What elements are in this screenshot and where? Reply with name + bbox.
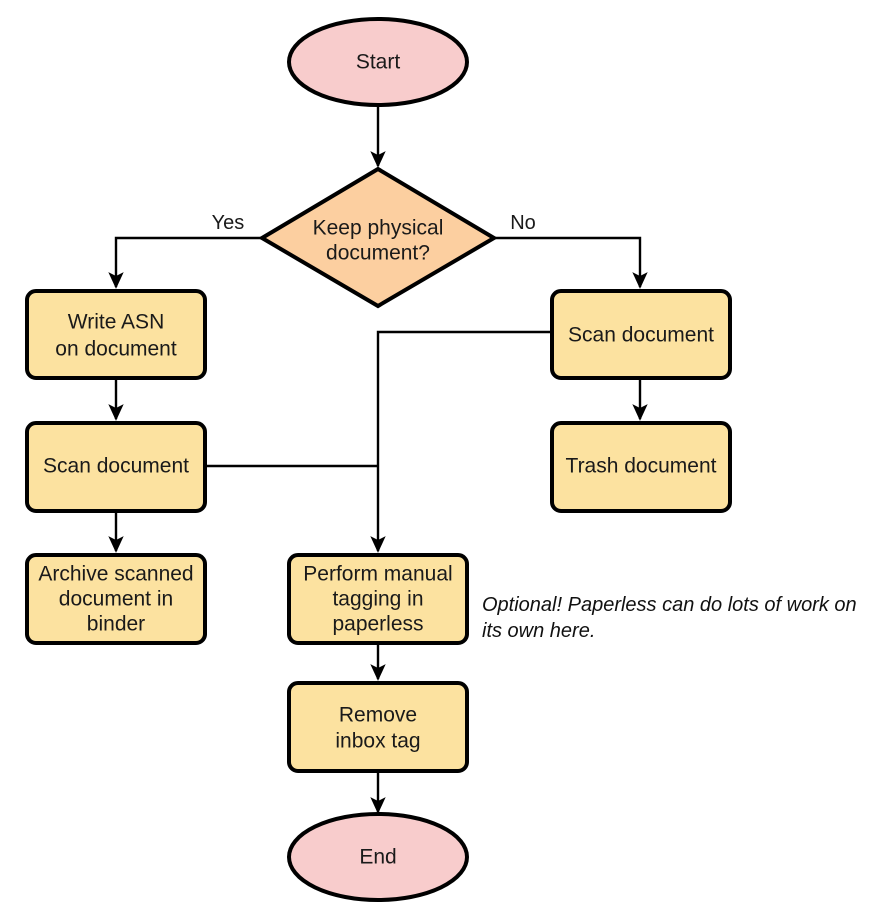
start-ellipse	[287, 17, 469, 107]
remove-inbox-tag-label-line2: inbox tag	[335, 730, 420, 753]
end-ellipse	[287, 812, 469, 902]
node-scan-document-right[interactable]: Scan document	[550, 289, 732, 380]
node-archive-scanned-document[interactable]: Archive scanned document in binder	[25, 553, 207, 645]
edge-scan-right-to-tagging	[370, 330, 552, 553]
end-label: End	[359, 846, 396, 869]
node-end[interactable]: End	[287, 812, 469, 902]
node-perform-manual-tagging[interactable]: Perform manual tagging in paperless	[287, 553, 469, 645]
scan-document-right-label: Scan document	[568, 324, 714, 347]
node-trash-document[interactable]: Trash document	[550, 421, 732, 513]
edges	[108, 104, 648, 814]
write-asn-label-line1: Write ASN	[68, 311, 164, 334]
tagging-label-line1: Perform manual	[303, 563, 452, 586]
decision-label-line1: Keep physical	[313, 217, 444, 240]
edge-decision-no-to-scan-right	[494, 236, 648, 289]
remove-inbox-tag-label-line1: Remove	[339, 704, 417, 727]
node-scan-document-left[interactable]: Scan document	[25, 421, 207, 513]
decision-diamond	[258, 166, 498, 309]
write-asn-label-line2: on document	[55, 338, 177, 361]
edge-label-no: No	[510, 212, 536, 234]
node-write-asn[interactable]: Write ASN on document	[25, 289, 207, 380]
scan-document-left-label: Scan document	[43, 455, 189, 478]
tagging-box	[287, 553, 469, 645]
archive-box	[25, 553, 207, 645]
archive-label-line2: document in	[59, 588, 173, 611]
archive-label-line3: binder	[87, 613, 145, 636]
remove-inbox-tag-box	[287, 681, 469, 773]
node-remove-inbox-tag[interactable]: Remove inbox tag	[287, 681, 469, 773]
trash-document-box	[550, 421, 732, 513]
node-start[interactable]: Start	[287, 17, 469, 107]
scan-document-left-box	[25, 421, 207, 513]
archive-label-line1: Archive scanned	[38, 563, 193, 586]
edge-decision-yes-to-write-asn	[108, 236, 262, 289]
decision-label-line2: document?	[326, 242, 430, 265]
optional-note: Optional! Paperless can do lots of work …	[482, 594, 857, 642]
optional-note-line1: Optional! Paperless can do lots of work …	[482, 594, 857, 616]
optional-note-line2: its own here.	[482, 620, 595, 642]
start-label: Start	[356, 51, 401, 74]
node-decision-keep-physical-document[interactable]: Keep physical document?	[258, 166, 498, 309]
write-asn-box	[25, 289, 207, 380]
edge-label-yes: Yes	[212, 212, 245, 234]
scan-document-right-box	[550, 289, 732, 380]
trash-document-label: Trash document	[566, 455, 717, 478]
tagging-label-line2: tagging in	[332, 588, 423, 611]
tagging-label-line3: paperless	[332, 613, 423, 636]
